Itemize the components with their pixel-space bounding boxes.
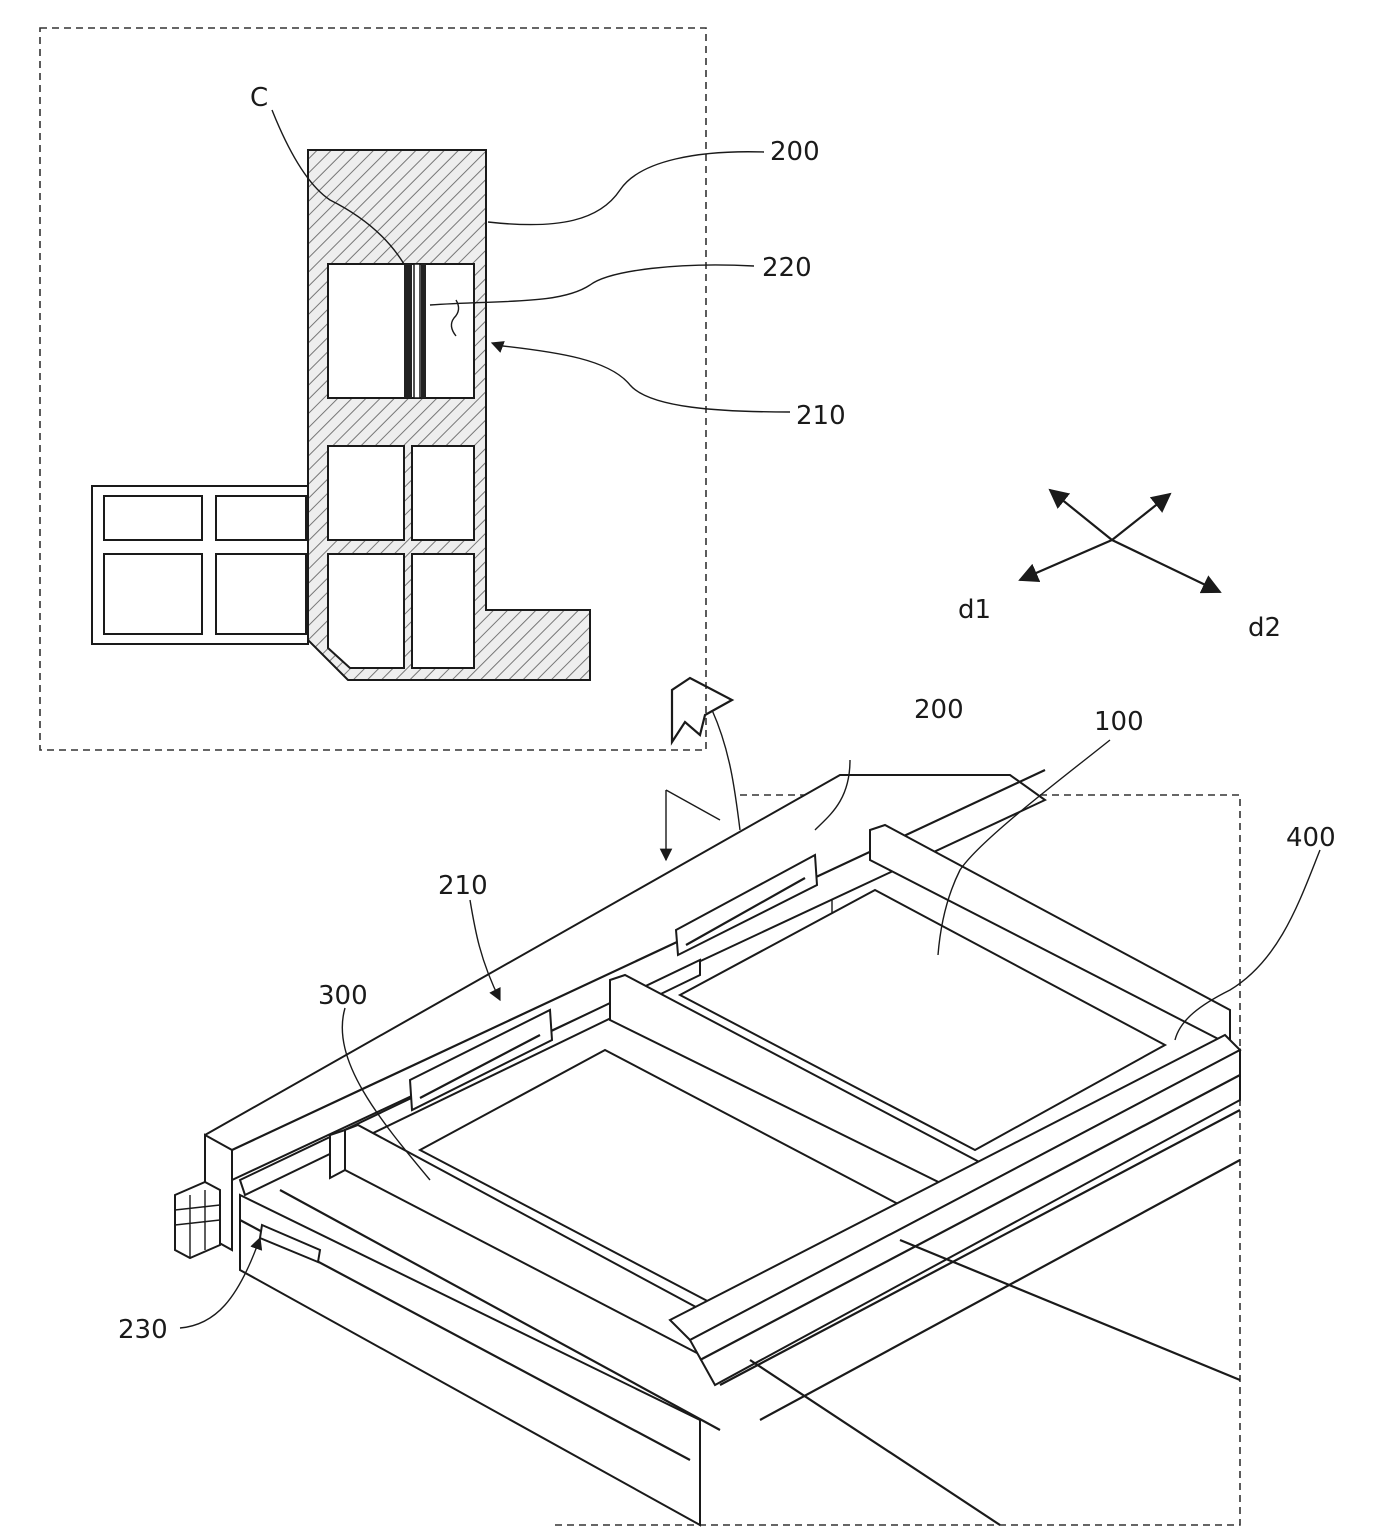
label-inset-200: 200	[770, 137, 820, 167]
label-c: C	[250, 83, 268, 113]
label-main-100: 100	[1094, 707, 1144, 737]
label-main-210: 210	[438, 871, 488, 901]
inset-detail-view: C 200 220 210	[40, 28, 846, 750]
label-inset-210: 210	[796, 401, 846, 431]
label-main-400: 400	[1286, 823, 1336, 853]
label-d2: d2	[1248, 613, 1281, 643]
label-d1: d1	[958, 595, 991, 625]
label-inset-220: 220	[762, 253, 812, 283]
plate-220	[404, 264, 412, 398]
end-block-230	[175, 1182, 220, 1258]
label-main-230: 230	[118, 1315, 168, 1345]
label-main-300: 300	[318, 981, 368, 1011]
label-main-200: 200	[914, 695, 964, 725]
direction-indicator: d1 d2	[958, 490, 1281, 643]
main-isometric-view: 200 100 400 210 300 230	[118, 695, 1336, 1525]
